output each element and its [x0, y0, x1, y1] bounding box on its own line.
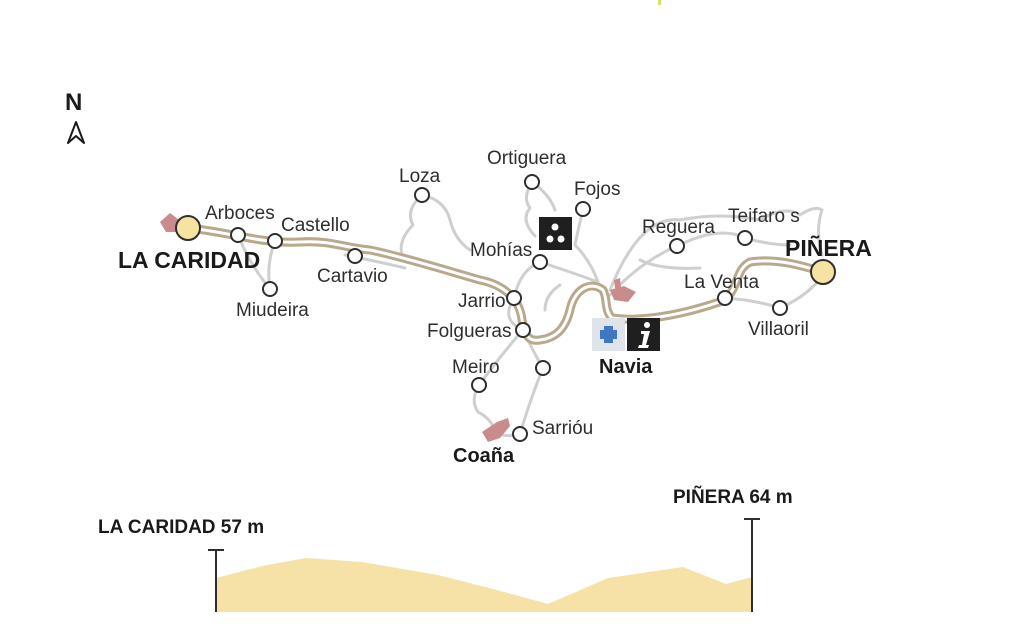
- marker-arboces[interactable]: [230, 227, 246, 243]
- label-teifaros: Teifaro s: [728, 206, 800, 227]
- marker-la-venta[interactable]: [717, 290, 733, 306]
- info-icon[interactable]: [627, 318, 660, 351]
- place-markers: [230, 174, 788, 442]
- marker-miudeira[interactable]: [262, 281, 278, 297]
- marker-mohias[interactable]: [532, 254, 548, 270]
- label-navia: Navia: [599, 356, 653, 378]
- label-cartavio: Cartavio: [317, 266, 388, 287]
- label-sarriou: Sarrióu: [532, 418, 593, 439]
- label-castello: Castello: [281, 215, 350, 236]
- urban-areas: [160, 213, 636, 442]
- label-jarrio: Jarrio: [458, 291, 506, 312]
- label-pinera: PIÑERA: [785, 234, 872, 261]
- urban-coana: [482, 418, 510, 442]
- label-fojos: Fojos: [574, 179, 620, 200]
- marker-sarriou-road[interactable]: [535, 360, 551, 376]
- label-la-caridad: LA CARIDAD: [118, 247, 260, 273]
- label-arboces: Arboces: [205, 203, 275, 224]
- marker-loza[interactable]: [414, 187, 430, 203]
- marker-sarriou[interactable]: [512, 426, 528, 442]
- north-label: N: [65, 89, 82, 116]
- urban-navia-2: [614, 278, 621, 288]
- marker-ortiguera[interactable]: [524, 174, 540, 190]
- urban-navia-1: [610, 286, 636, 302]
- marker-meiro[interactable]: [471, 377, 487, 393]
- elevation-area: [216, 558, 752, 612]
- endpoint-la-caridad[interactable]: [175, 215, 201, 241]
- label-reguera: Reguera: [642, 217, 715, 238]
- marker-folgueras[interactable]: [515, 322, 531, 338]
- label-loza: Loza: [399, 166, 441, 187]
- marker-fojos[interactable]: [575, 201, 591, 217]
- marker-jarrio[interactable]: [506, 290, 522, 306]
- label-folgueras: Folgueras: [427, 321, 512, 342]
- endpoint-pinera[interactable]: [810, 259, 836, 285]
- marker-reguera[interactable]: [669, 238, 685, 254]
- label-miudeira: Miudeira: [236, 300, 309, 321]
- label-villaoril: Villaoril: [748, 319, 809, 340]
- cross-icon[interactable]: [592, 318, 625, 351]
- marker-castello[interactable]: [267, 233, 283, 249]
- elevation-profile: LA CARIDAD 57 m PIÑERA 64 m: [98, 486, 793, 612]
- label-mohias: Mohías: [470, 240, 532, 261]
- north-arrow-icon: [67, 121, 85, 144]
- marker-teifaros[interactable]: [737, 230, 753, 246]
- north-arrow: N: [65, 89, 85, 144]
- profile-start-label: LA CARIDAD 57 m: [98, 517, 264, 538]
- label-coana: Coaña: [453, 445, 515, 467]
- label-la-venta: La Venta: [684, 272, 759, 293]
- marker-villaoril[interactable]: [772, 300, 788, 316]
- label-ortiguera: Ortiguera: [487, 148, 567, 169]
- place-labels: LA CARIDAD PIÑERA Arboces Castello Miude…: [118, 148, 872, 467]
- label-meiro: Meiro: [452, 357, 500, 378]
- profile-end-label: PIÑERA 64 m: [673, 486, 793, 508]
- marker-cartavio[interactable]: [347, 248, 363, 264]
- top-marker: [658, 0, 661, 5]
- castro-icon[interactable]: [539, 217, 572, 250]
